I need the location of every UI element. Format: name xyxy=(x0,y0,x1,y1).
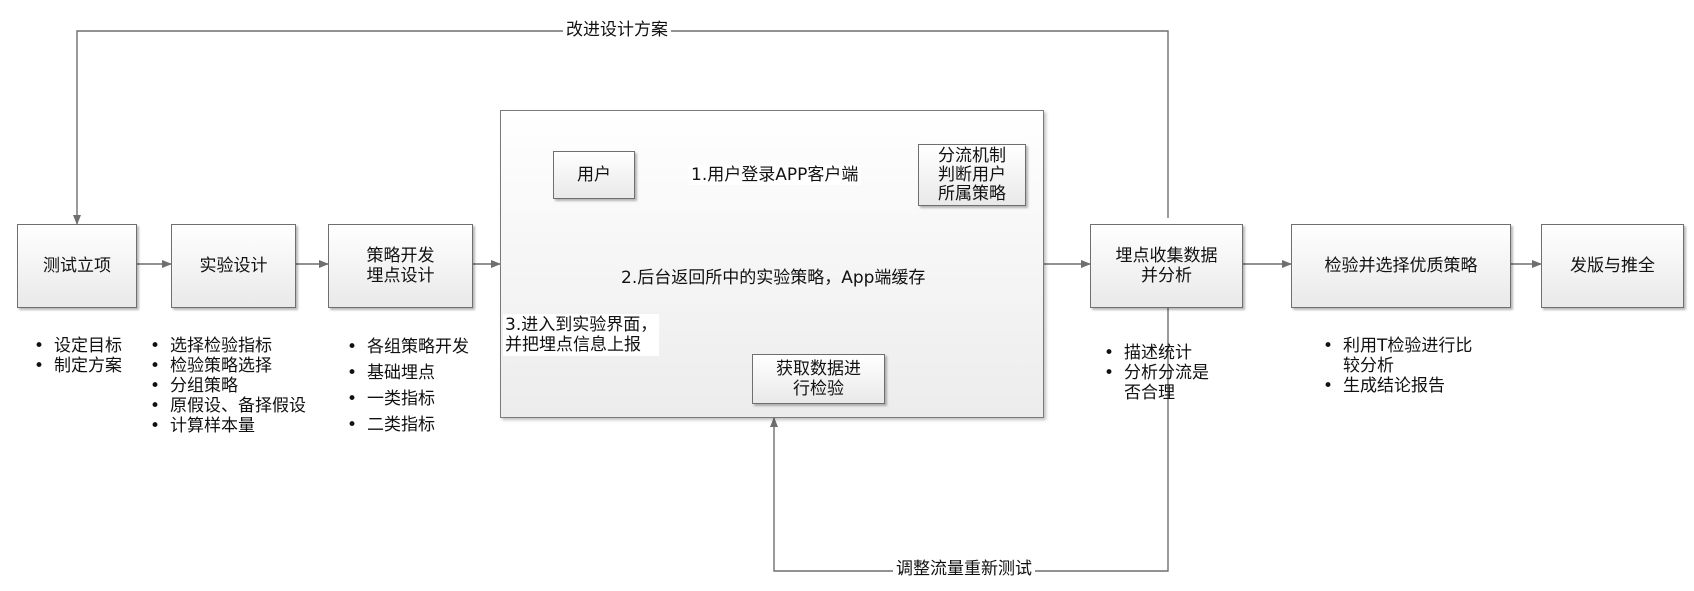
list-item: 利用T检验进行比 较分析 xyxy=(1323,336,1472,376)
box-release-label: 发版与推全 xyxy=(1570,256,1655,276)
list-item: 原假设、备择假设 xyxy=(150,396,306,416)
bullets-strategy-dev: 各组策略开发 基础埋点 一类指标 二类指标 xyxy=(347,334,469,438)
bullets-select-strategy: 利用T检验进行比 较分析 生成结论报告 xyxy=(1323,336,1472,396)
list-item: 生成结论报告 xyxy=(1323,376,1472,396)
box-test-setup: 测试立项 xyxy=(17,224,137,308)
bullets-collect-analyze: 描述统计 分析分流是 否合理 xyxy=(1104,343,1209,403)
list-item: 二类指标 xyxy=(347,412,469,438)
box-select-strategy: 检验并选择优质策略 xyxy=(1291,224,1511,308)
box-select-strategy-label: 检验并选择优质策略 xyxy=(1324,256,1478,276)
bullets-test-setup: 设定目标 制定方案 xyxy=(34,336,122,376)
box-strategy-dev: 策略开发 埋点设计 xyxy=(328,224,473,308)
box-fetch-data: 获取数据进 行检验 xyxy=(752,354,885,404)
box-collect-analyze: 埋点收集数据 并分析 xyxy=(1090,224,1243,308)
box-experiment-design: 实验设计 xyxy=(171,224,296,308)
box-traffic-split-label: 分流机制 判断用户 所属策略 xyxy=(938,145,1006,204)
list-item: 制定方案 xyxy=(34,356,122,376)
list-item: 分析分流是 否合理 xyxy=(1104,363,1209,403)
step2-label: 2.后台返回所中的实验策略，App端缓存 xyxy=(621,268,926,288)
box-traffic-split: 分流机制 判断用户 所属策略 xyxy=(918,144,1026,206)
list-item: 各组策略开发 xyxy=(347,334,469,360)
box-user: 用户 xyxy=(553,151,635,199)
list-item: 选择检验指标 xyxy=(150,336,306,356)
list-item: 分组策略 xyxy=(150,376,306,396)
box-user-label: 用户 xyxy=(577,165,611,185)
step1-label: 1.用户登录APP客户端 xyxy=(688,165,862,185)
box-collect-analyze-label: 埋点收集数据 并分析 xyxy=(1115,246,1218,286)
top-loop-label: 改进设计方案 xyxy=(563,20,671,40)
list-item: 设定目标 xyxy=(34,336,122,356)
box-experiment-design-label: 实验设计 xyxy=(199,256,268,276)
box-strategy-dev-label: 策略开发 埋点设计 xyxy=(366,246,435,286)
list-item: 描述统计 xyxy=(1104,343,1209,363)
list-item: 一类指标 xyxy=(347,386,469,412)
bottom-loop-label: 调整流量重新测试 xyxy=(893,559,1035,579)
box-fetch-data-label: 获取数据进 行检验 xyxy=(776,359,861,399)
bullets-experiment-design: 选择检验指标 检验策略选择 分组策略 原假设、备择假设 计算样本量 xyxy=(150,336,306,436)
step3-label: 3.进入到实验界面， 并把埋点信息上报 xyxy=(503,314,660,356)
box-release: 发版与推全 xyxy=(1541,224,1684,308)
list-item: 基础埋点 xyxy=(347,360,469,386)
list-item: 计算样本量 xyxy=(150,416,306,436)
list-item: 检验策略选择 xyxy=(150,356,306,376)
box-test-setup-label: 测试立项 xyxy=(43,256,111,276)
